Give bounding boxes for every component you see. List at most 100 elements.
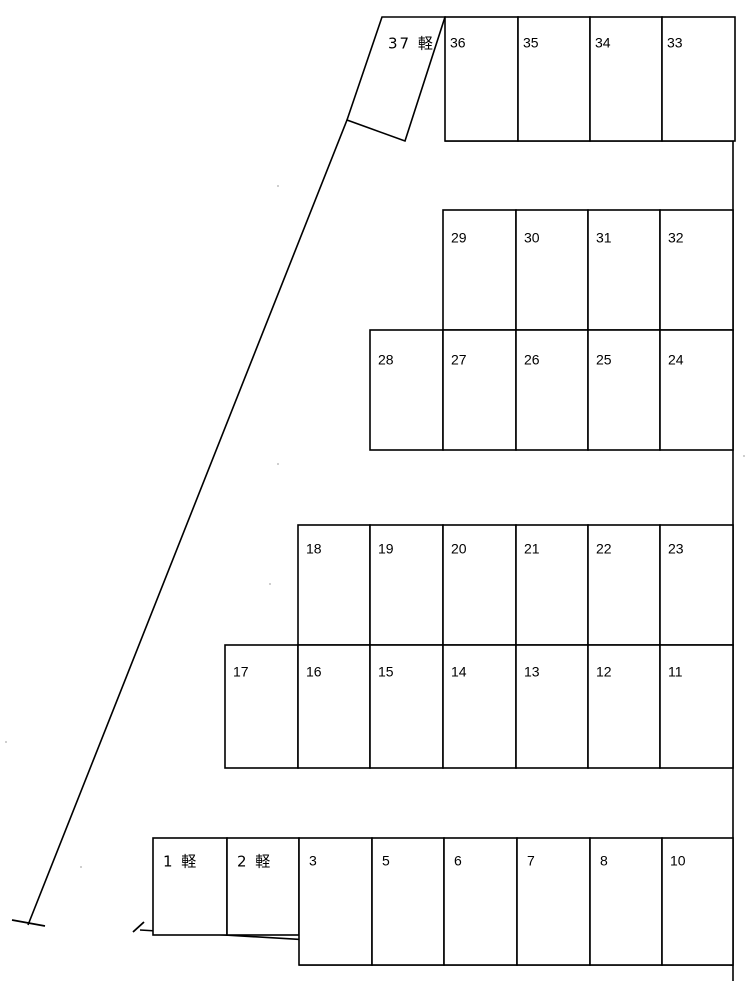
stall-outline-32[interactable] [659, 209, 734, 331]
stall-outline-27[interactable] [442, 329, 517, 451]
parking-stall-22[interactable]: 22 [587, 524, 661, 646]
parking-stall-29[interactable]: 29 [442, 209, 517, 331]
stall-outline-21[interactable] [515, 524, 589, 646]
parking-stall-27[interactable]: 27 [442, 329, 517, 451]
parking-stall-6[interactable]: 6 [443, 837, 518, 966]
parking-stall-2[interactable]: 2 軽 [226, 837, 300, 936]
stall-outline-1[interactable] [152, 837, 228, 936]
parking-stall-15[interactable]: 15 [369, 644, 444, 769]
stall-outline-12[interactable] [587, 644, 661, 769]
stall-outline-11[interactable] [659, 644, 734, 769]
parking-stall-24[interactable]: 24 [659, 329, 734, 451]
stall-outline-23[interactable] [659, 524, 734, 646]
stall-outline-35[interactable] [517, 16, 591, 142]
stall-label-2: 2 軽 [237, 853, 272, 871]
parking-stall-26[interactable]: 26 [515, 329, 589, 451]
parking-stall-10[interactable]: 10 [661, 837, 734, 966]
survey-ticks-layer [11, 919, 145, 933]
stall-outline-2[interactable] [226, 837, 300, 936]
stall-label-18: 18 [306, 541, 322, 557]
parking-stall-16[interactable]: 16 [297, 644, 371, 769]
stall-label-16: 16 [306, 664, 322, 680]
stall-label-34: 34 [595, 35, 611, 51]
stall-outline-3[interactable] [298, 837, 373, 966]
parking-stall-31[interactable]: 31 [587, 209, 661, 331]
stall-label-28: 28 [378, 352, 394, 368]
parking-stall-28[interactable]: 28 [369, 329, 444, 451]
parking-stall-20[interactable]: 20 [442, 524, 517, 646]
diagonal-end-tick-southwest [11, 919, 46, 927]
stall-label-11: 11 [668, 664, 683, 680]
stall-label-30: 30 [524, 230, 540, 246]
stall-label-5: 5 [382, 853, 390, 869]
parking-stall-11[interactable]: 11 [659, 644, 734, 769]
parking-stall-35[interactable]: 35 [517, 16, 591, 142]
stall-outline-37[interactable] [345, 16, 447, 143]
stall-outline-29[interactable] [442, 209, 517, 331]
stall-outline-26[interactable] [515, 329, 589, 451]
stall-outline-28[interactable] [369, 329, 444, 451]
stall-outline-30[interactable] [515, 209, 589, 331]
stall-outline-18[interactable] [297, 524, 371, 646]
stall-label-25: 25 [596, 352, 612, 368]
stall-label-24: 24 [668, 352, 684, 368]
stall-outline-16[interactable] [297, 644, 371, 769]
stall-outline-24[interactable] [659, 329, 734, 451]
parking-stall-5[interactable]: 5 [371, 837, 445, 966]
parking-stall-12[interactable]: 12 [587, 644, 661, 769]
parking-stall-18[interactable]: 18 [297, 524, 371, 646]
parking-stall-34[interactable]: 34 [589, 16, 663, 142]
parking-stall-3[interactable]: 3 [298, 837, 373, 966]
stall-outline-8[interactable] [589, 837, 663, 966]
parking-stall-8[interactable]: 8 [589, 837, 663, 966]
stall-label-3: 3 [309, 853, 317, 869]
stall-label-8: 8 [600, 853, 608, 869]
stall-label-10: 10 [670, 853, 686, 869]
stall-label-20: 20 [451, 541, 467, 557]
stall-outline-31[interactable] [587, 209, 661, 331]
stall-outline-10[interactable] [661, 837, 734, 966]
parking-stall-7[interactable]: 7 [516, 837, 591, 966]
stall-label-21: 21 [524, 541, 540, 557]
parking-stall-37[interactable]: 37 軽 [345, 16, 447, 143]
parking-stall-36[interactable]: 36 [444, 16, 519, 142]
stall-label-36: 36 [450, 35, 466, 51]
parking-stall-17[interactable]: 17 [224, 644, 299, 769]
stall-label-31: 31 [596, 230, 612, 246]
stall-label-12: 12 [596, 664, 612, 680]
stall-outline-36[interactable] [444, 16, 519, 142]
parking-stall-30[interactable]: 30 [515, 209, 589, 331]
stall-label-7: 7 [527, 853, 535, 869]
stall-label-1: 1 軽 [163, 853, 198, 871]
parking-stall-14[interactable]: 14 [442, 644, 517, 769]
parking-stall-21[interactable]: 21 [515, 524, 589, 646]
parking-stall-1[interactable]: 1 軽 [152, 837, 228, 936]
stall-label-13: 13 [524, 664, 540, 680]
stall-outline-14[interactable] [442, 644, 517, 769]
parking-stall-13[interactable]: 13 [515, 644, 589, 769]
stall-outline-6[interactable] [443, 837, 518, 966]
diagonal-end-tick-bottom [132, 921, 145, 933]
stall-block-block-18-23: 18 19 20 21 22 23 [297, 524, 734, 646]
stall-outline-25[interactable] [587, 329, 661, 451]
stall-block-bottom-row: 1 軽 2 軽 3 5 6 7 8 10 [152, 837, 734, 966]
boundary-lines-layer [27, 17, 734, 981]
parking-stall-25[interactable]: 25 [587, 329, 661, 451]
stall-label-6: 6 [454, 853, 462, 869]
parking-stall-33[interactable]: 33 [661, 16, 736, 142]
parking-stall-23[interactable]: 23 [659, 524, 734, 646]
stall-outline-5[interactable] [371, 837, 445, 966]
stall-outline-19[interactable] [369, 524, 444, 646]
stall-label-33: 33 [667, 35, 683, 51]
parking-stall-19[interactable]: 19 [369, 524, 444, 646]
parking-stall-32[interactable]: 32 [659, 209, 734, 331]
stall-outline-33[interactable] [661, 16, 736, 142]
stall-label-22: 22 [596, 541, 612, 557]
stall-label-19: 19 [378, 541, 394, 557]
stall-outline-13[interactable] [515, 644, 589, 769]
stall-outline-7[interactable] [516, 837, 591, 966]
